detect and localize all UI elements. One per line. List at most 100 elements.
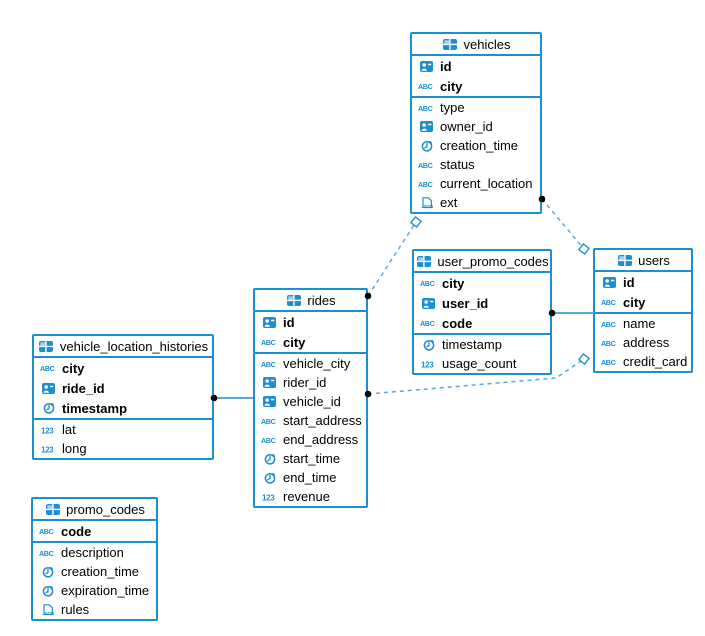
- relationship-user_promo_codes-to-users: [548, 309, 593, 317]
- column-name: vehicle_id: [283, 394, 341, 409]
- column-row-start_time[interactable]: start_time: [255, 449, 366, 468]
- column-name: credit_card: [623, 354, 688, 369]
- column-name: city: [283, 334, 306, 350]
- abc-string-icon: ABC: [418, 81, 435, 91]
- table-header-user_promo_codes[interactable]: user_promo_codes: [414, 251, 550, 273]
- column-row-end_time[interactable]: end_time: [255, 468, 366, 487]
- column-row-long[interactable]: 123 long: [34, 439, 212, 458]
- table-header-vehicle_location_histories[interactable]: vehicle_location_histories: [34, 336, 212, 358]
- svg-text:ABC: ABC: [418, 82, 433, 91]
- svg-text:ABC: ABC: [420, 279, 435, 288]
- endpoint-diamond: [409, 215, 423, 229]
- column-row-type[interactable]: ABC type: [412, 98, 540, 117]
- clock-timestamp-icon: [261, 453, 278, 465]
- column-name: city: [440, 78, 463, 94]
- column-name: user_id: [442, 295, 489, 311]
- svg-text:ABC: ABC: [261, 436, 276, 445]
- column-row-timestamp[interactable]: timestamp: [414, 335, 550, 354]
- svg-text:ABC: ABC: [39, 527, 54, 536]
- column-row-timestamp[interactable]: timestamp: [34, 398, 212, 418]
- 123-numeric-icon: 123: [40, 425, 57, 435]
- abc-string-icon: ABC: [418, 103, 435, 113]
- column-row-rider_id[interactable]: rider_id: [255, 373, 366, 392]
- table-grid-icon: [616, 254, 633, 266]
- abc-string-icon: ABC: [420, 318, 437, 328]
- svg-text:ABC: ABC: [601, 298, 616, 307]
- column-row-id[interactable]: id: [412, 56, 540, 76]
- column-row-ride_id[interactable]: ride_id: [34, 378, 212, 398]
- column-name: city: [442, 275, 465, 291]
- table-header-rides[interactable]: rides: [255, 290, 366, 312]
- uuid-id-card-icon: [418, 60, 435, 72]
- clock-timestamp-icon: [420, 339, 437, 351]
- column-row-id[interactable]: id: [595, 272, 691, 292]
- column-row-creation_time[interactable]: creation_time: [33, 562, 156, 581]
- column-name: end_time: [283, 470, 337, 485]
- json-document-icon: JSON: [39, 603, 56, 616]
- column-row-expiration_time[interactable]: expiration_time: [33, 581, 156, 600]
- table-header-users[interactable]: users: [595, 250, 691, 272]
- svg-text:ABC: ABC: [418, 161, 433, 170]
- table-header-promo_codes[interactable]: promo_codes: [33, 499, 156, 521]
- column-row-id[interactable]: id: [255, 312, 366, 332]
- abc-string-icon: ABC: [39, 548, 56, 558]
- svg-text:123: 123: [262, 493, 275, 502]
- table-header-vehicles[interactable]: vehicles: [412, 34, 540, 56]
- column-name: current_location: [440, 176, 533, 191]
- column-name: timestamp: [442, 337, 502, 352]
- 123-numeric-icon: 123: [40, 444, 57, 454]
- column-row-user_id[interactable]: user_id: [414, 293, 550, 313]
- column-row-vehicle_id[interactable]: vehicle_id: [255, 392, 366, 411]
- abc-string-icon: ABC: [261, 416, 278, 426]
- json-document-icon: JSON: [418, 196, 435, 209]
- column-row-creation_time[interactable]: creation_time: [412, 136, 540, 155]
- uuid-id-card-icon: [601, 276, 618, 288]
- column-name: type: [440, 100, 465, 115]
- table-grid-icon: [442, 38, 459, 50]
- column-row-owner_id[interactable]: owner_id: [412, 117, 540, 136]
- svg-text:ABC: ABC: [39, 549, 54, 558]
- abc-string-icon: ABC: [601, 319, 618, 329]
- column-name: address: [623, 335, 670, 350]
- clock-timestamp-icon: [261, 472, 278, 484]
- column-name: long: [62, 441, 87, 456]
- column-name: id: [623, 274, 635, 290]
- column-row-city[interactable]: ABC city: [414, 273, 550, 293]
- column-row-city[interactable]: ABC city: [412, 76, 540, 96]
- endpoint-diamond: [577, 352, 591, 366]
- svg-text:ABC: ABC: [601, 320, 616, 329]
